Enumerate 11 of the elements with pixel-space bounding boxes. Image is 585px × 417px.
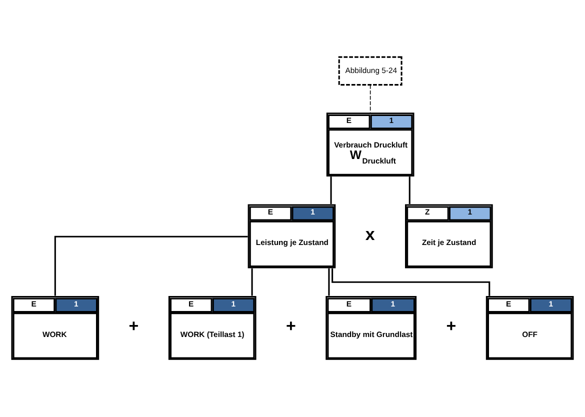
label: + xyxy=(286,316,296,336)
connector xyxy=(54,236,248,296)
connector xyxy=(370,84,371,113)
connector xyxy=(251,268,253,296)
node-box: Abbildung 5-24 xyxy=(338,56,402,86)
connector xyxy=(330,176,332,204)
connector xyxy=(408,176,410,204)
connector xyxy=(328,268,330,296)
label: + xyxy=(128,316,139,336)
label: + xyxy=(446,316,456,336)
label: x xyxy=(365,224,375,244)
